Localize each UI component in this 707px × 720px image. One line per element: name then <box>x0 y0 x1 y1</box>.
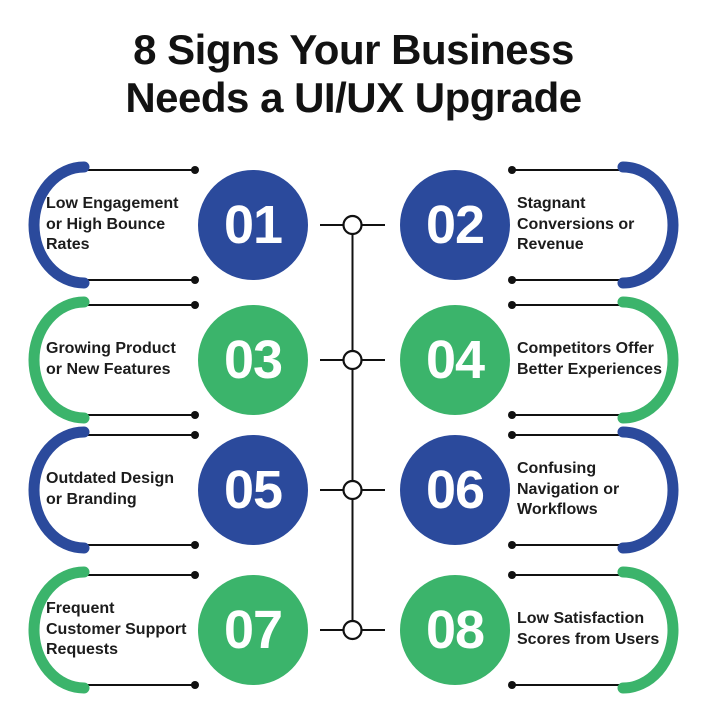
bracket-arc <box>508 296 679 424</box>
timeline-node <box>342 619 363 641</box>
item-label: Outdated Design or Branding <box>46 470 175 508</box>
number-text: 06 <box>425 460 485 520</box>
number-text: 08 <box>425 600 485 660</box>
item-label: Confusing Navigation or Workflows <box>517 459 620 519</box>
item-label: Low Engagement or High Bounce Rates <box>46 194 179 254</box>
bracket-arc <box>28 566 199 694</box>
item-02: Stagnant Conversions or Revenue 02 <box>0 155 707 295</box>
timeline-node <box>342 214 363 236</box>
number-badge: 07 <box>198 575 308 685</box>
number-badge: 05 <box>198 435 308 545</box>
item-08: Low Satisfaction Scores from Users 08 <box>0 560 707 700</box>
number-badge: 08 <box>400 575 510 685</box>
number-text: 03 <box>223 330 283 390</box>
title-line-1: 8 Signs Your Business <box>133 26 574 73</box>
item-label: Low Satisfaction Scores from Users <box>517 610 660 648</box>
bracket-arc <box>28 426 199 554</box>
bracket-arc <box>28 161 199 289</box>
item-04: Competitors Offer Better Experiences 04 <box>0 290 707 430</box>
bracket-arc <box>28 296 199 424</box>
item-06: Confusing Navigation or Workflows 06 <box>0 420 707 560</box>
number-text: 01 <box>223 195 283 255</box>
item-07: Frequent Customer Support Requests 07 <box>0 560 707 700</box>
number-badge: 06 <box>400 435 510 545</box>
number-badge: 01 <box>198 170 308 280</box>
number-badge: 03 <box>198 305 308 415</box>
item-label: Growing Product or New Features <box>46 340 176 378</box>
bracket-arc <box>508 161 679 289</box>
title-line-2: Needs a UI/UX Upgrade <box>125 73 582 121</box>
number-badge: 04 <box>400 305 510 415</box>
timeline-node <box>342 479 363 501</box>
item-05: Outdated Design or Branding 05 <box>0 420 707 560</box>
number-text: 07 <box>223 600 283 660</box>
page-title: 8 Signs Your Business Needs a UI/UX Upgr… <box>0 26 707 122</box>
number-text: 04 <box>425 330 485 390</box>
timeline-node <box>342 349 363 371</box>
item-label: Frequent Customer Support Requests <box>46 599 187 659</box>
bracket-arc <box>508 426 679 554</box>
item-label: Stagnant Conversions or Revenue <box>517 194 635 254</box>
item-01: Low Engagement or High Bounce Rates 01 <box>0 155 707 295</box>
number-badge: 02 <box>400 170 510 280</box>
item-label: Competitors Offer Better Experiences <box>517 340 662 378</box>
bracket-arc <box>508 566 679 694</box>
item-03: Growing Product or New Features 03 <box>0 290 707 430</box>
number-text: 02 <box>425 195 485 255</box>
number-text: 05 <box>223 460 283 520</box>
